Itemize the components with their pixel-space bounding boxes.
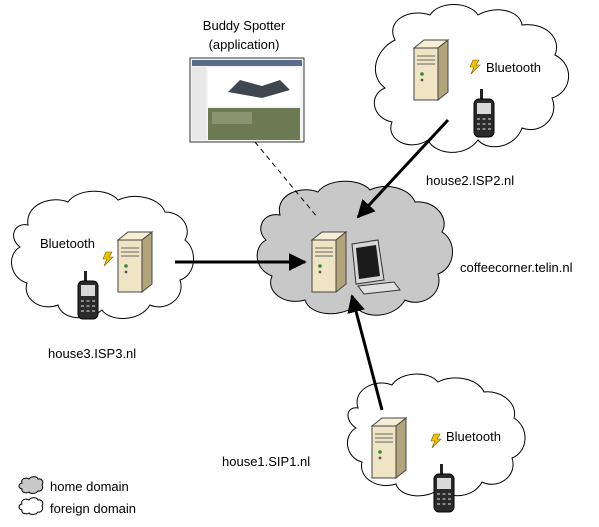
center-label: coffeecorner.telin.nl <box>460 260 573 275</box>
workstation-icon <box>311 231 401 295</box>
server-icon <box>413 39 449 101</box>
server-icon <box>117 231 153 293</box>
legend-foreign-label: foreign domain <box>50 501 136 516</box>
house3-label: house3.ISP3.nl <box>48 346 136 361</box>
home-domain-swatch <box>18 476 44 494</box>
arrow-house2 <box>356 118 450 219</box>
cloud-house2 <box>373 4 570 153</box>
application-screenshot-icon <box>189 57 305 143</box>
cloud-house3 <box>11 190 194 319</box>
foreign-domain-swatch <box>18 497 44 515</box>
app-title: Buddy Spotter <box>203 18 286 33</box>
legend-home-label: home domain <box>50 479 129 494</box>
arrow-house1 <box>347 294 384 411</box>
house1-label: house1.SIP1.nl <box>222 454 310 469</box>
house3-radio-label: Bluetooth <box>40 236 95 251</box>
house2-radio-label: Bluetooth <box>486 60 541 75</box>
house2-label: house2.ISP2.nl <box>426 173 514 188</box>
house1-radio-label: Bluetooth <box>446 429 501 444</box>
app-link <box>254 141 319 219</box>
server-icon <box>371 417 407 479</box>
app-subtitle: (application) <box>209 37 280 52</box>
legend: home domain foreign domain <box>18 476 136 516</box>
